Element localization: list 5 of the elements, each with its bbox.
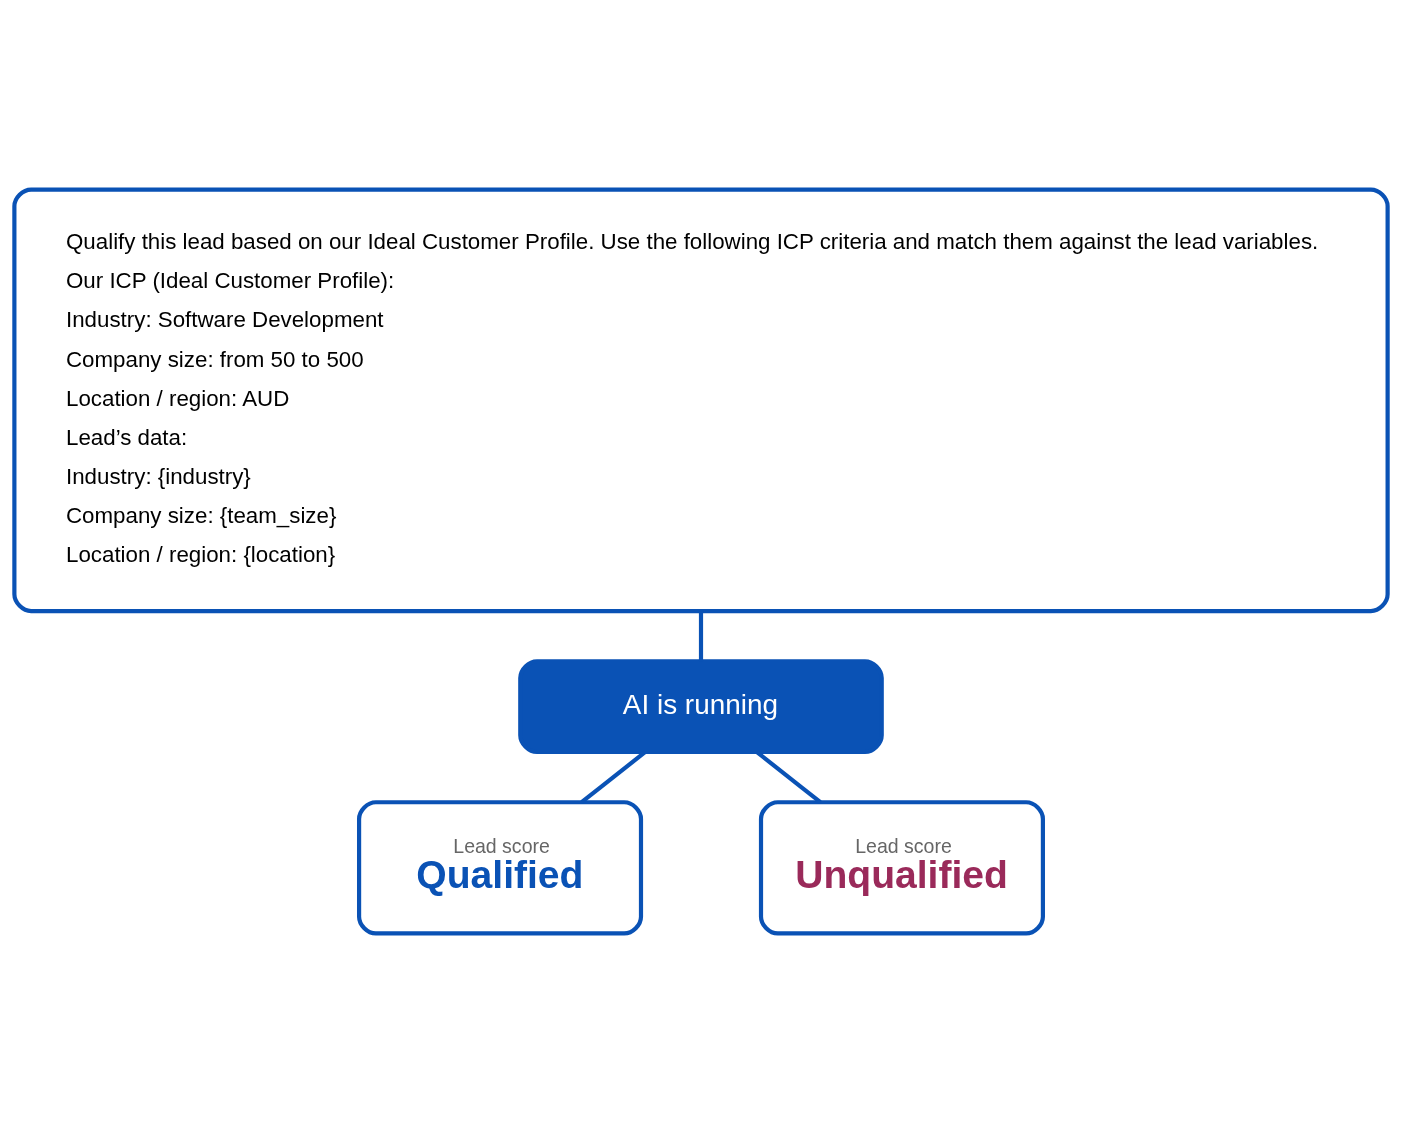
connector [698, 610, 704, 661]
node-box: Qualify this lead based on our Ideal Customer Profile. Use the following ICP criteria and match them against the lead variables. Our ICP (Ideal Customer Profile): Industry: Software Development Company size: from 50 to 500 Location / region: AUD Lead’s data: Industry: {industry} Company size: {team_size} Location / region: {location} [12, 187, 1390, 613]
node-box: Lead score Unqualified [758, 799, 1045, 935]
node-box: AI is running [518, 658, 884, 754]
node-box: Lead score Qualified [357, 799, 644, 935]
